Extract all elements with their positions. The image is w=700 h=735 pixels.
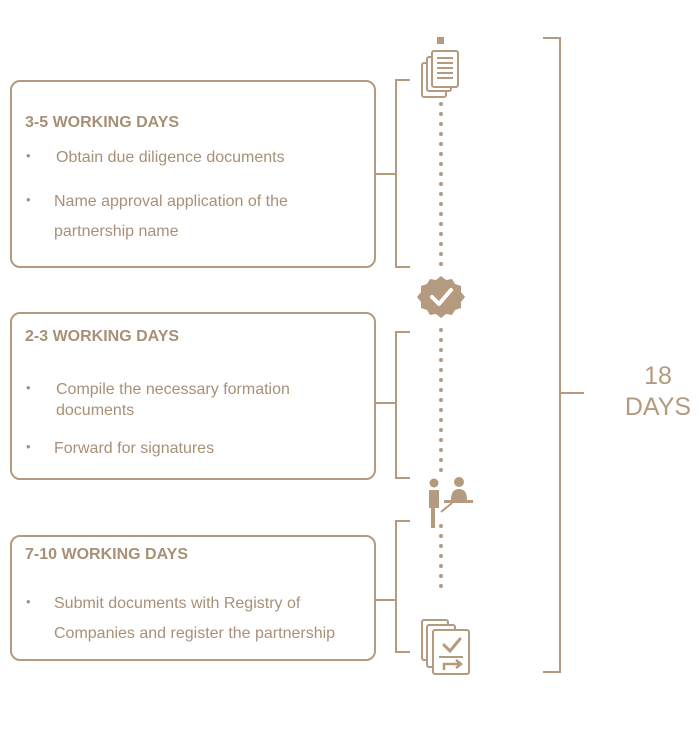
total-duration: 18 DAYS — [608, 361, 700, 423]
bullet-marker: • — [26, 439, 31, 454]
stage-bracket-3 — [376, 520, 410, 653]
bullet-marker: • — [26, 192, 31, 207]
stage-3-bullet-1-cont: Companies and register the partnership — [54, 625, 336, 642]
stage-2-bullet-2: Forward for signatures — [54, 440, 215, 457]
stage-1-bullet-2: Name approval application of the — [54, 193, 288, 210]
stage-1-bullet-1: Obtain due diligence documents — [56, 149, 285, 166]
stage-card-2: 2-3 WORKING DAYS • Compile the necessary… — [10, 312, 376, 480]
bullet-marker: • — [26, 594, 31, 609]
timeline-start-marker — [437, 37, 444, 44]
stage-1-title: 3-5 WORKING DAYS — [25, 114, 180, 131]
stage-2-title: 2-3 WORKING DAYS — [25, 328, 180, 345]
stage-2-bullet-1-cont: documents — [56, 402, 135, 419]
stage-card-1: 3-5 WORKING DAYS • Obtain due diligence … — [10, 80, 376, 268]
stage-card-3: 7-10 WORKING DAYS • Submit documents wit… — [10, 535, 376, 661]
total-bracket — [543, 37, 584, 673]
stage-bracket-2 — [376, 331, 410, 479]
stage-1-bullet-2-cont: partnership name — [54, 223, 179, 240]
stage-3-title: 7-10 WORKING DAYS — [25, 546, 188, 563]
total-number: 18 — [644, 362, 672, 390]
document-stack-icon — [421, 50, 459, 98]
documents-submit-icon — [421, 619, 470, 675]
bullet-marker: • — [26, 380, 31, 395]
meeting-signing-icon — [429, 477, 473, 528]
bullet-marker: • — [26, 148, 31, 163]
stage-bracket-1 — [376, 79, 410, 268]
stage-2-bullet-1: Compile the necessary formation — [56, 381, 290, 398]
total-unit: DAYS — [624, 393, 692, 421]
stage-3-bullet-1: Submit documents with Registry of — [54, 595, 301, 612]
verified-badge-icon — [417, 276, 465, 318]
